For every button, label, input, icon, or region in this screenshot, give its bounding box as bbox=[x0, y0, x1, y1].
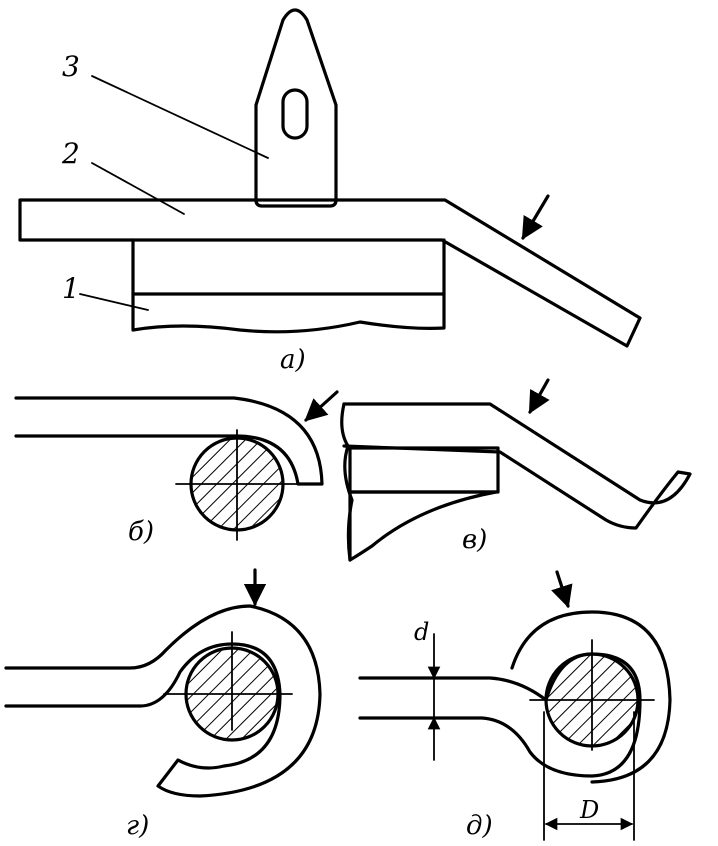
label-part-3: 3 bbox=[62, 50, 80, 83]
force-arrow-b bbox=[304, 390, 339, 422]
sheet-blank bbox=[18, 198, 642, 348]
caption-g: г) bbox=[126, 811, 149, 841]
force-arrow-a bbox=[521, 194, 550, 240]
dim-thickness-label: d bbox=[414, 618, 429, 646]
force-arrow-v bbox=[528, 378, 550, 414]
dim-diameter-label: D bbox=[579, 796, 599, 824]
die-v bbox=[348, 446, 500, 494]
force-arrow-d bbox=[551, 570, 573, 609]
sheet-v bbox=[342, 402, 692, 530]
die-v-lower bbox=[348, 490, 498, 562]
label-part-1: 1 bbox=[62, 272, 80, 305]
figure-v: в) bbox=[340, 378, 692, 562]
caption-d: д) bbox=[466, 811, 493, 841]
figure-d: d D д) bbox=[358, 570, 672, 841]
sheet-d-outer bbox=[510, 610, 672, 784]
leader-2 bbox=[91, 162, 185, 215]
punch-slot bbox=[281, 88, 309, 140]
caption-v: в) bbox=[462, 525, 487, 555]
figure-g: г) bbox=[4, 568, 322, 841]
label-part-2: 2 bbox=[61, 137, 80, 170]
sheet-g bbox=[4, 604, 322, 798]
caption-a: а) bbox=[280, 345, 306, 375]
figure-a: 3 2 1 а) bbox=[18, 8, 642, 375]
figure-b: б) bbox=[14, 390, 339, 547]
punch bbox=[254, 8, 338, 208]
break-line-v bbox=[340, 402, 354, 562]
sheet-b bbox=[14, 396, 324, 486]
leader-3 bbox=[91, 75, 269, 159]
caption-b: б) bbox=[128, 517, 154, 547]
leader-1 bbox=[79, 293, 149, 311]
die-block bbox=[131, 238, 446, 334]
sheet-d bbox=[358, 652, 642, 778]
